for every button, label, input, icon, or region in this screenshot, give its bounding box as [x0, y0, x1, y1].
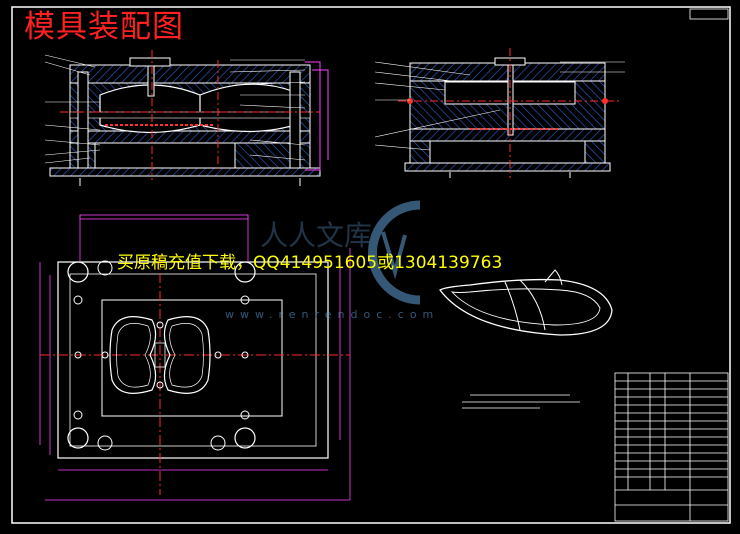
plan-view — [39, 214, 351, 501]
watermark: 人人文库 www.renrendoc.com — [225, 200, 439, 321]
watermark-url: www.renrendoc.com — [225, 308, 439, 321]
technical-notes — [462, 394, 580, 409]
overlay-text: 买原稿充值下载，QQ414951605或1304139763 — [117, 253, 503, 273]
title-block — [614, 372, 729, 522]
watermark-cjk: 人人文库 — [260, 219, 372, 252]
side-section-view — [374, 48, 625, 178]
drawing-number-box — [689, 8, 729, 20]
drawing-title: 模具装配图 — [24, 9, 184, 45]
sheet-frame — [11, 6, 731, 524]
front-section-view — [44, 50, 329, 186]
part-isometric — [439, 269, 613, 336]
c-shaped-watermark-logo — [368, 200, 421, 305]
